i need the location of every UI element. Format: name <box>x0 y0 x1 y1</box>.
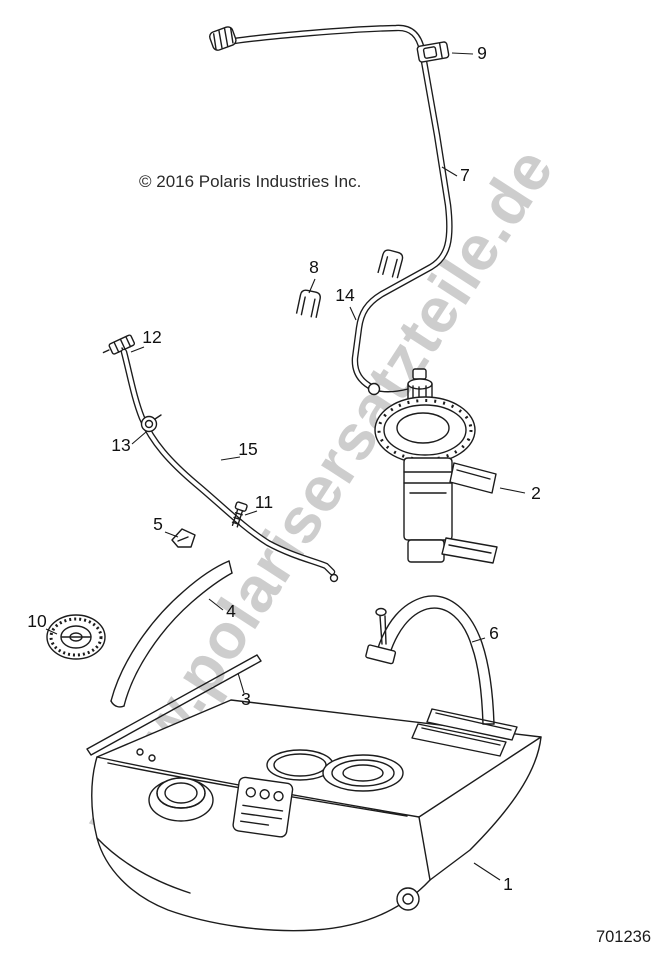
hose-fitting <box>102 334 136 355</box>
callout-leader-15 <box>220 456 241 461</box>
tank-warning-label <box>232 776 294 838</box>
callout-label-7: 7 <box>460 165 470 185</box>
right-strap <box>365 595 495 725</box>
strap-clip <box>171 528 196 548</box>
callout-leader-5 <box>164 531 179 538</box>
callout-label-9: 9 <box>477 43 487 63</box>
callout-leader-7 <box>441 166 458 177</box>
foam-strip <box>86 654 262 756</box>
callout-label-14: 14 <box>335 285 355 305</box>
callout-leader-3 <box>237 672 245 694</box>
callout-leader-1 <box>473 862 501 881</box>
callout-label-2: 2 <box>531 483 541 503</box>
callout-label-11: 11 <box>255 492 273 512</box>
fuel-hose <box>120 347 339 583</box>
callout-leader-2 <box>499 487 526 494</box>
bolt <box>231 501 248 528</box>
callout-label-3: 3 <box>241 689 251 709</box>
callout-leader-4 <box>208 598 224 611</box>
callout-label-1: 1 <box>503 874 513 894</box>
callout-label-15: 15 <box>238 439 257 459</box>
left-strap <box>110 560 233 708</box>
vent-connector <box>416 41 450 63</box>
callout-leader-9 <box>451 52 474 55</box>
callout-leader-14 <box>349 306 357 321</box>
callout-label-13: 13 <box>111 435 130 455</box>
callout-leader-13 <box>131 431 147 445</box>
copyright-text: © 2016 Polaris Industries Inc. <box>139 172 362 191</box>
callout-label-12: 12 <box>142 327 161 347</box>
hose-clamp <box>140 414 162 433</box>
hose-clip-lower <box>295 289 321 318</box>
callout-label-8: 8 <box>309 257 319 277</box>
part-number: 701236 <box>595 928 651 946</box>
fuel-cap <box>46 614 106 660</box>
callout-leader-12 <box>130 346 145 353</box>
callout-leader-10 <box>45 628 58 635</box>
fuel-tank <box>91 699 542 932</box>
callout-leader-6 <box>471 637 486 643</box>
callout-leader-11 <box>244 510 258 516</box>
callout-label-5: 5 <box>153 514 163 534</box>
callout-label-6: 6 <box>489 623 499 643</box>
callout-leader-8 <box>308 278 316 294</box>
hose-clip-upper <box>377 249 404 279</box>
vent-hose <box>209 24 453 396</box>
hose-quick-connector <box>209 26 237 51</box>
callout-label-10: 10 <box>27 611 47 631</box>
fuel-pump-assembly <box>374 368 498 564</box>
callout-label-4: 4 <box>226 601 236 621</box>
